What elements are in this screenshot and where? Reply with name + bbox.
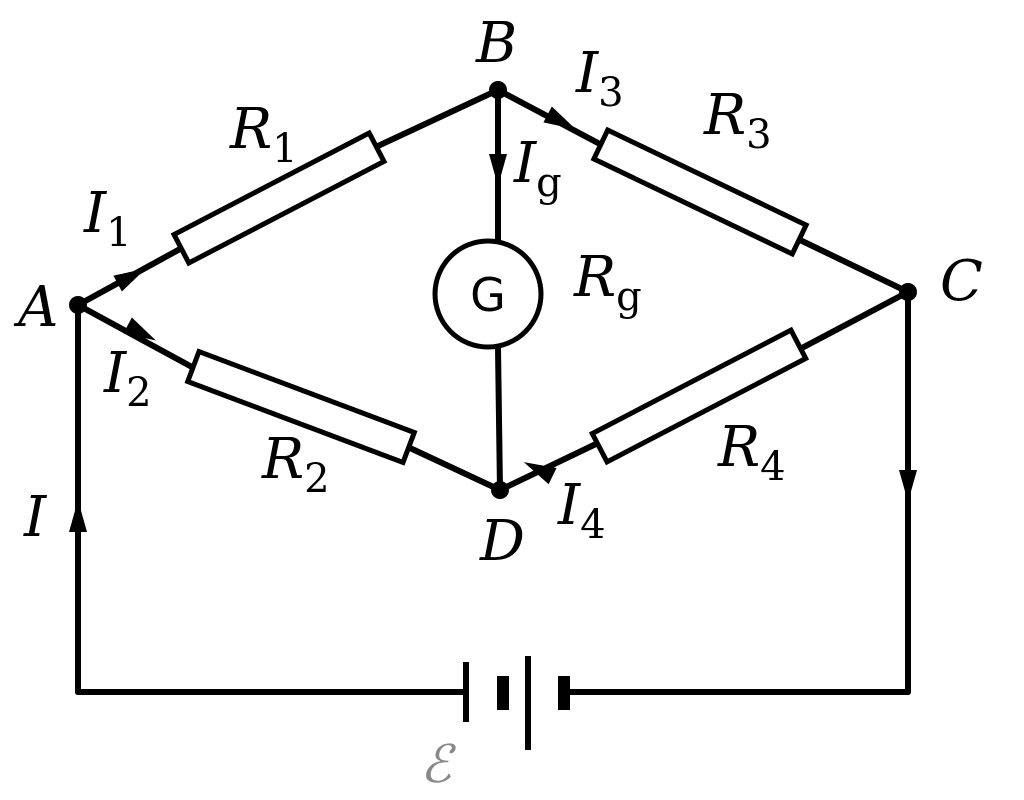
arrow-i2-icon	[123, 317, 156, 341]
node-b-dot	[489, 81, 507, 99]
label-i3: I3	[575, 41, 624, 116]
node-label-b: B	[475, 11, 517, 76]
resistor-r1	[170, 129, 388, 267]
arrow-i4-icon	[523, 462, 557, 485]
label-i: I	[23, 485, 48, 550]
node-label-d: D	[479, 509, 525, 574]
label-r1: R1	[229, 97, 298, 172]
arrow-c-down-icon	[899, 470, 917, 502]
label-emf: ℰ	[420, 735, 456, 795]
resistor-r3	[590, 126, 810, 258]
node-a-dot	[69, 296, 87, 314]
resistor-r4	[588, 326, 810, 466]
label-r3: R3	[703, 83, 772, 158]
galvanometer: G	[432, 238, 544, 350]
node-d-dot	[491, 481, 509, 499]
node-label-c: C	[940, 249, 983, 314]
label-i4: I4	[557, 473, 606, 548]
wire-a-r2	[75, 302, 195, 370]
galvanometer-label: G	[470, 268, 506, 322]
label-i2: I2	[103, 341, 152, 416]
battery	[463, 656, 570, 750]
wire-r2-d	[407, 445, 503, 493]
wires	[75, 87, 911, 695]
arrow-i3-icon	[543, 106, 576, 130]
arrow-ig-icon	[489, 154, 507, 186]
wire-r1-b	[375, 87, 501, 149]
node-c-dot	[899, 283, 917, 301]
wire-r4-c	[797, 289, 911, 352]
wire-r3-c	[797, 237, 911, 295]
node-label-a: A	[13, 275, 58, 340]
arrow-i-icon	[69, 500, 87, 532]
label-r4: R4	[717, 415, 786, 490]
arrow-i1-icon	[113, 268, 146, 292]
galvanometer-circle	[432, 238, 544, 350]
resistor-r2	[184, 348, 418, 466]
wire-g-d	[495, 345, 503, 493]
label-rg: Rg	[573, 245, 642, 320]
label-ig: Ig	[513, 131, 562, 206]
wire-d-r4	[497, 440, 601, 493]
label-i1: I1	[83, 181, 132, 256]
label-r2: R2	[261, 427, 330, 502]
